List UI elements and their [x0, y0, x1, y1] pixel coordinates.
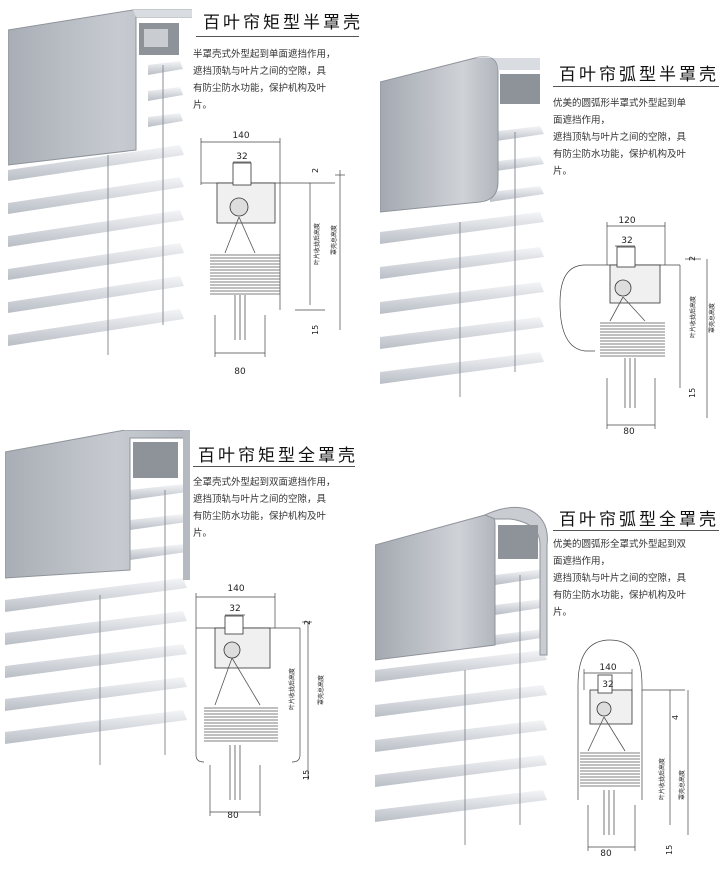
title-underline: [196, 36, 359, 37]
label-stack-height: 叶片收拢后高度: [313, 223, 321, 265]
dim-bottom-gap: 15: [688, 388, 697, 398]
dim-top-gap: 4: [671, 715, 680, 720]
dim-motor: 32: [602, 680, 613, 690]
product-render-arc-full: [374, 505, 550, 850]
slats: [380, 126, 544, 397]
title-underline: [553, 530, 719, 531]
dim-width: 140: [232, 131, 249, 141]
product-render-arc-half: [379, 52, 550, 402]
label-stack-height: 叶片收拢后高度: [689, 296, 697, 338]
label-total-height: 罩壳总高度: [678, 770, 686, 800]
dim-bottom-gap: 15: [302, 770, 311, 780]
slats: [375, 569, 547, 845]
dim-bottom: 80: [623, 427, 635, 437]
product-render-rect-full: [4, 429, 191, 770]
product-title: 百叶帘弧型半罩壳: [559, 65, 719, 85]
dim-motor: 32: [621, 236, 632, 246]
dim-bottom: 80: [234, 367, 246, 377]
label-stack-height: 叶片收拢后高度: [288, 668, 296, 710]
product-description: 半罩壳式外型起到单面遮挡作用， 遮挡顶轨与叶片之间的空隙，具 有防尘防水功能，保…: [193, 49, 336, 111]
label-total-height: 罩壳总高度: [708, 303, 716, 333]
dimension-diagram-rect-half: 140 32 80 2 15 叶片收拢后高度 罩壳总高度: [195, 125, 355, 380]
product-title: 百叶帘弧型全罩壳: [559, 510, 719, 530]
label-total-height: 罩壳总高度: [317, 675, 325, 705]
dim-width: 120: [618, 216, 635, 226]
product-description: 优美的圆弧形全罩式外型起到双 面遮挡作用， 遮挡顶轨与叶片之间的空隙，具 有防尘…: [553, 539, 687, 618]
dim-width: 140: [227, 584, 244, 594]
title-underline: [193, 466, 355, 467]
label-stack-height: 叶片收拢后高度: [658, 758, 666, 800]
product-title: 百叶帘矩型半罩壳: [203, 13, 363, 33]
product-description: 优美的圆弧形半罩式外型起到单 面遮挡作用， 遮挡顶轨与叶片之间的空隙，具 有防尘…: [553, 98, 687, 177]
title-underline: [553, 86, 719, 87]
slats: [8, 61, 184, 355]
dimension-diagram-rect-full: 140 32 80 2 15 叶片收拢后高度 罩壳总高度: [190, 580, 350, 825]
label-total-height: 罩壳总高度: [330, 225, 338, 255]
dimension-diagram-arc-full: 140 32 80 4 15 叶片收拢后高度 罩壳总高度: [560, 635, 726, 865]
dim-top-gap: 2: [311, 168, 320, 173]
dim-top-gap: 2: [688, 256, 697, 261]
dim-width: 140: [599, 663, 616, 673]
dim-bottom-gap: 15: [665, 845, 674, 855]
product-render-rect-half: [7, 5, 193, 360]
dimension-diagram-arc-half: 120 32 80 2 15 叶片收拢后高度 罩壳总高度: [555, 213, 725, 438]
dim-bottom-gap: 15: [311, 325, 320, 335]
product-description: 全罩壳式外型起到双面遮挡作用， 遮挡顶轨与叶片之间的空隙，具 有防尘防水功能，保…: [193, 477, 336, 539]
dim-top-gap: 2: [303, 620, 312, 625]
product-title: 百叶帘矩型全罩壳: [198, 446, 358, 466]
slats: [5, 484, 187, 765]
dim-bottom: 80: [227, 811, 239, 821]
dim-bottom: 80: [600, 849, 612, 859]
dim-motor: 32: [229, 604, 240, 614]
dim-motor: 32: [236, 152, 247, 162]
